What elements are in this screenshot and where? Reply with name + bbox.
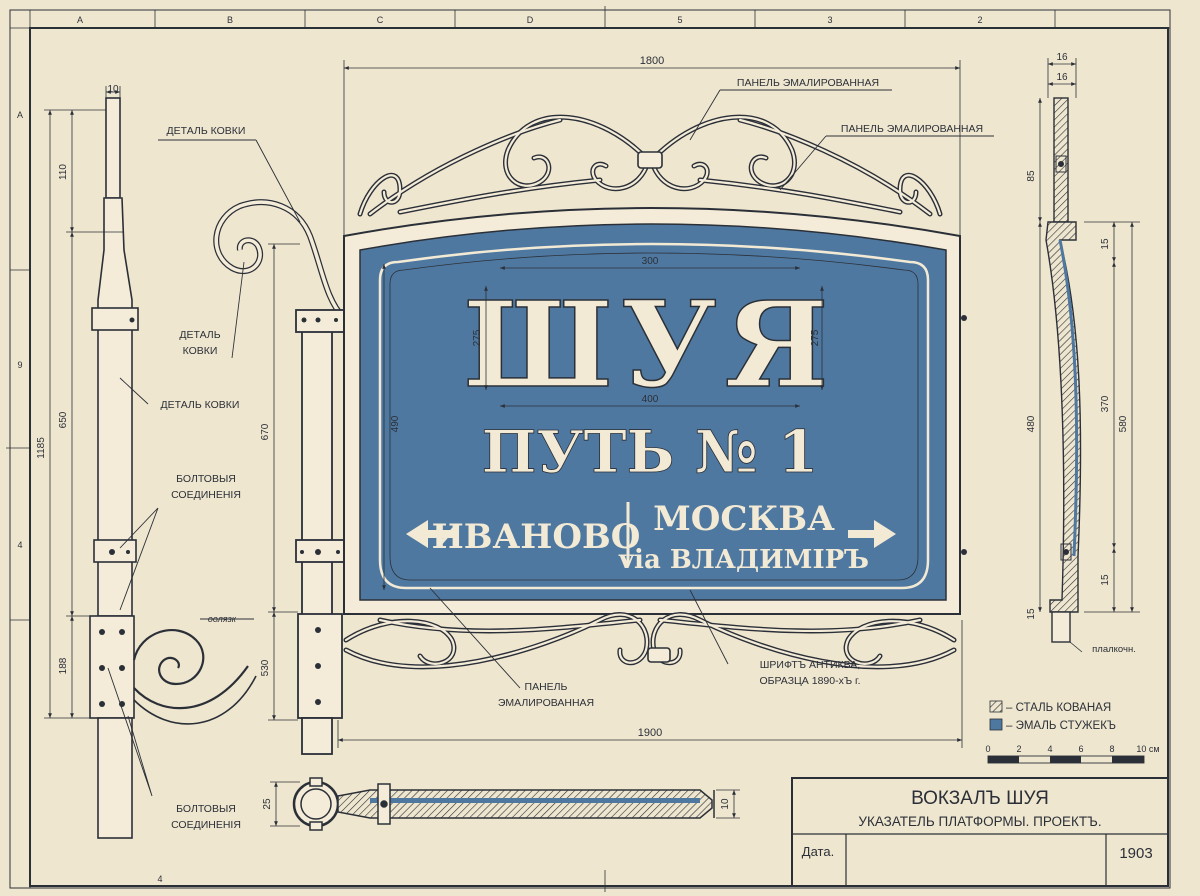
side-note: плалкочн. bbox=[1092, 644, 1136, 655]
dim-label: 16 bbox=[1056, 52, 1068, 63]
callout-bolts-upper-line1: БОЛТОВЫЯ bbox=[176, 473, 236, 485]
callout-panel-bottom-line2: ЭМАЛИРОВАННАЯ bbox=[498, 697, 594, 709]
sign-panel bbox=[343, 207, 961, 615]
top-scrollwork-inner bbox=[358, 116, 942, 216]
callout-forging-mid-line1: ДЕТАЛЬ bbox=[179, 329, 220, 341]
dim-label: 16 bbox=[1056, 72, 1068, 83]
dim-label: 110 bbox=[58, 164, 69, 180]
dim-label: 480 bbox=[1026, 415, 1037, 432]
dim-label: 10 bbox=[720, 798, 731, 810]
callout-font-line1: ШРИФТЪ АНТИКВА, bbox=[760, 659, 860, 671]
callout-bolts-lower-line1: БОЛТОВЫЯ bbox=[176, 803, 236, 815]
legend-label: – СТАЛЬ КОВАНАЯ bbox=[1006, 702, 1111, 714]
sign-city-name: ШУЯ bbox=[463, 275, 836, 414]
dim-label: 275 bbox=[810, 329, 821, 346]
legend: – СТАЛЬ КОВАНАЯ – ЭМАЛЬ СТУЖЕКЪ bbox=[989, 700, 1116, 732]
dim-label: 300 bbox=[642, 256, 659, 267]
zone-label: 5 bbox=[677, 15, 682, 25]
dim-label: 15 bbox=[1100, 574, 1111, 586]
legend-swatch-steel bbox=[989, 700, 1003, 713]
sign-left-destination: ИВАНОВО bbox=[432, 517, 641, 557]
side-section-dimensions bbox=[1038, 58, 1140, 613]
dim-label: 580 bbox=[1118, 415, 1129, 432]
plan-view bbox=[292, 777, 715, 831]
sign-dimensions bbox=[337, 60, 963, 748]
wall-bracket bbox=[213, 199, 347, 755]
dim-label: 85 bbox=[1026, 170, 1037, 182]
bracket-dimensions bbox=[268, 243, 300, 721]
title-block bbox=[791, 777, 1169, 887]
scale-bar: 0 2 4 6 8 10 см bbox=[985, 744, 1160, 764]
callout-panel-right: ПАНЕЛЬ ЭМАЛИРОВАННАЯ bbox=[841, 123, 983, 135]
scale-tick: 4 bbox=[1047, 744, 1052, 754]
post-side-view bbox=[89, 97, 257, 839]
dim-label: 1800 bbox=[640, 55, 664, 67]
dim-label: 15 bbox=[1100, 238, 1111, 250]
side-section-view bbox=[1045, 97, 1082, 643]
dim-label: 10 bbox=[107, 84, 119, 95]
dim-label: 275 bbox=[472, 329, 483, 346]
dim-label: 530 bbox=[260, 659, 271, 676]
legend-label: – ЭМАЛЬ СТУЖЕКЪ bbox=[1006, 720, 1116, 732]
title-block-date-label: Дата. bbox=[802, 844, 834, 859]
zone-label: 9 bbox=[17, 360, 22, 370]
title-block-title: ВОКЗАЛЪ ШУЯ bbox=[911, 788, 1049, 809]
note-leader bbox=[1069, 641, 1083, 653]
zone-label: B bbox=[227, 15, 233, 25]
callout-bolts-upper-line2: СОЕДИНЕНІЯ bbox=[171, 489, 241, 501]
dim-label: 490 bbox=[390, 415, 401, 432]
panel-rivets bbox=[961, 315, 967, 555]
dim-label: 1900 bbox=[638, 727, 662, 739]
dim-label: 25 bbox=[262, 798, 273, 810]
title-block-year: 1903 bbox=[1119, 845, 1152, 862]
callout-panel-top: ПАНЕЛЬ ЭМАЛИРОВАННАЯ bbox=[737, 77, 879, 89]
zone-label: A bbox=[77, 15, 83, 25]
zone-label: 2 bbox=[977, 15, 982, 25]
zone-label: D bbox=[527, 15, 534, 25]
dim-label: 370 bbox=[1100, 395, 1111, 412]
plan-dimensions bbox=[270, 781, 740, 827]
callout-panel-bottom-line1: ПАНЕЛЬ bbox=[525, 681, 568, 693]
callout-forging-mid-line2: КОВКИ bbox=[183, 345, 218, 357]
dim-label: 188 bbox=[58, 657, 69, 674]
zone-label: 4 bbox=[157, 874, 162, 884]
right-arrow-icon bbox=[848, 520, 896, 548]
dim-label: 650 bbox=[58, 411, 69, 428]
legend-swatch-enamel bbox=[989, 718, 1003, 731]
scale-tick: 10 см bbox=[1136, 744, 1159, 754]
dim-label: 1185 bbox=[36, 437, 47, 459]
scale-tick: 6 bbox=[1078, 744, 1083, 754]
scroll-collar bbox=[647, 647, 671, 663]
callout-oolyazh: оолязк bbox=[208, 614, 237, 624]
zone-label: 4 bbox=[17, 540, 22, 550]
scroll-collar bbox=[637, 151, 663, 169]
sign-right-via: via ВЛАДИМІРЪ bbox=[618, 545, 869, 575]
zone-label: 3 bbox=[827, 15, 832, 25]
post-dimensions bbox=[44, 86, 124, 719]
left-arrow-icon bbox=[406, 520, 456, 548]
callout-leaders bbox=[107, 89, 994, 797]
dim-label: 15 bbox=[1026, 608, 1037, 620]
sign-right-destination: МОСКВА bbox=[653, 499, 835, 539]
callout-forging-post: ДЕТАЛЬ КОВКИ bbox=[161, 399, 240, 411]
callout-bolts-lower-line2: СОЕДИНЕНІЯ bbox=[171, 819, 241, 831]
scale-tick: 8 bbox=[1109, 744, 1114, 754]
title-block-subtitle: УКАЗАТЕЛЬ ПЛАТФОРМЫ. ПРОЕКТЪ. bbox=[858, 814, 1101, 829]
callout-forging-top: ДЕТАЛЬ КОВКИ bbox=[167, 125, 246, 137]
dim-label: 400 bbox=[642, 394, 659, 405]
callout-font-line2: ОБРАЗЦА 1890-хЪ г. bbox=[759, 675, 860, 687]
scale-tick: 0 bbox=[985, 744, 990, 754]
sign-track-number: ПУТЬ № 1 bbox=[482, 418, 819, 486]
scale-tick: 2 bbox=[1016, 744, 1021, 754]
zone-label: A bbox=[17, 110, 23, 120]
zone-label: C bbox=[377, 15, 384, 25]
dim-label: 670 bbox=[260, 423, 271, 440]
